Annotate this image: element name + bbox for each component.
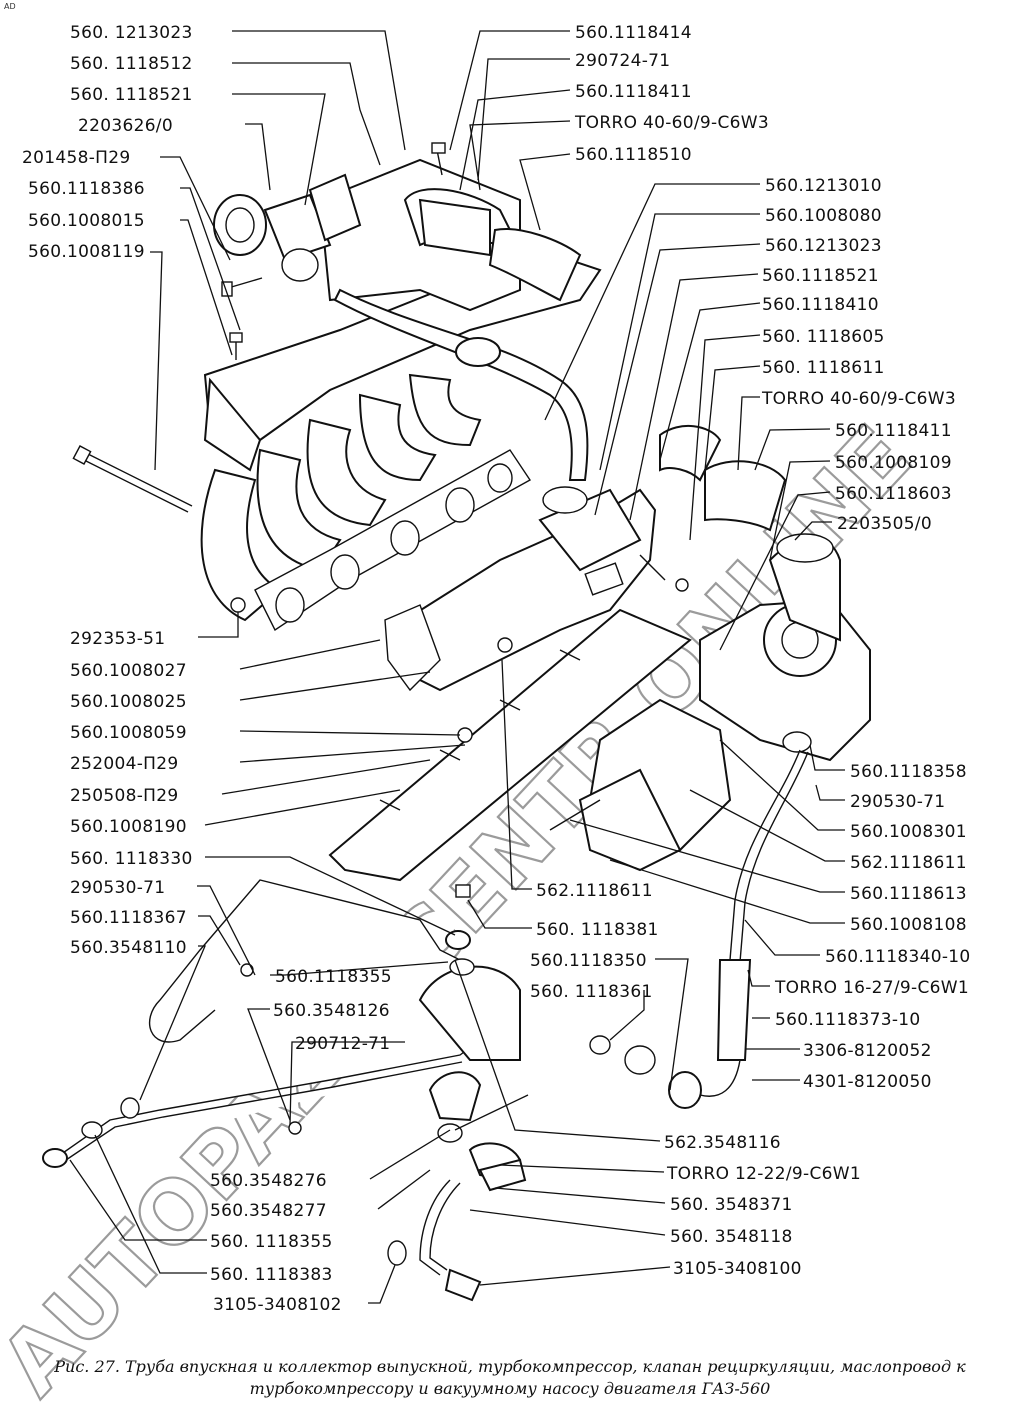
label-m10: 560.1008301 bbox=[850, 822, 967, 842]
label-l3: 560. 1118521 bbox=[70, 85, 193, 105]
part-labels: 560. 1213023 560. 1118512 560. 1118521 2… bbox=[22, 23, 971, 1315]
label-m9: 290530-71 bbox=[850, 792, 945, 812]
label-r1: 560.1118414 bbox=[575, 23, 692, 43]
air-hose-top bbox=[403, 142, 582, 302]
turbocharger bbox=[549, 533, 871, 872]
outlet-hoses-right bbox=[639, 424, 787, 592]
label-r11: 560. 1118605 bbox=[762, 327, 885, 347]
label-b22: 560. 3548118 bbox=[670, 1227, 793, 1247]
figure-caption: Рис. 27. Труба впускная и коллектор выпу… bbox=[54, 1357, 966, 1398]
label-r9: 560.1118521 bbox=[762, 266, 879, 286]
label-b8: 560.1118350 bbox=[530, 951, 647, 971]
label-m13: 560.1008108 bbox=[850, 915, 967, 935]
label-b15: 3306-8120052 bbox=[803, 1041, 932, 1061]
label-b7: 560.1118355 bbox=[275, 967, 392, 987]
vacuum-pump-fitting bbox=[387, 930, 527, 1302]
label-l5: 201458-П29 bbox=[22, 148, 130, 168]
label-r12: 560. 1118611 bbox=[762, 358, 885, 378]
label-b5: 562.1118611 bbox=[536, 881, 653, 901]
label-b19: 560.3548276 bbox=[210, 1171, 327, 1191]
label-b17: 562.3548116 bbox=[664, 1133, 781, 1153]
label-b12: 560.1118340-10 bbox=[825, 947, 971, 967]
label-r4: TORRO 40-60/9-C6W3 bbox=[574, 113, 769, 133]
label-l1: 560. 1213023 bbox=[70, 23, 193, 43]
label-b6: 560. 1118381 bbox=[536, 920, 659, 940]
label-m1: 292353-51 bbox=[70, 629, 165, 649]
label-r15: 560.1008109 bbox=[835, 453, 952, 473]
label-r3: 560.1118411 bbox=[575, 82, 692, 102]
label-b10: 560. 1118361 bbox=[530, 982, 653, 1002]
label-b25: 3105-3408100 bbox=[673, 1259, 802, 1279]
label-r6: 560.1213010 bbox=[765, 176, 882, 196]
label-r8: 560.1213023 bbox=[765, 236, 882, 256]
label-b23: 560. 1118355 bbox=[210, 1232, 333, 1252]
label-l8: 560.1008119 bbox=[28, 242, 145, 262]
label-b24: 560. 1118383 bbox=[210, 1265, 333, 1285]
intake-pipe-assembly bbox=[200, 158, 602, 622]
label-b21: 560. 3548371 bbox=[670, 1195, 793, 1215]
heat-shield bbox=[328, 608, 692, 882]
label-r17: 2203505/0 bbox=[837, 514, 932, 534]
label-r7: 560.1008080 bbox=[765, 206, 882, 226]
leader-lines bbox=[69, 30, 845, 1304]
label-b1: 560. 1118330 bbox=[70, 849, 193, 869]
label-m2: 560.1008027 bbox=[70, 661, 187, 681]
label-m3: 560.1008025 bbox=[70, 692, 187, 712]
label-b16: 4301-8120050 bbox=[803, 1072, 932, 1092]
label-b9: 560.3548126 bbox=[273, 1001, 390, 1021]
label-m11: 562.1118611 bbox=[850, 853, 967, 873]
label-b18: TORRO 12-22/9-C6W1 bbox=[666, 1164, 861, 1184]
label-m6: 250508-П29 bbox=[70, 786, 178, 806]
intake-gasket bbox=[254, 449, 532, 632]
label-m5: 252004-П29 bbox=[70, 754, 178, 774]
label-b26: 3105-3408102 bbox=[213, 1295, 342, 1315]
label-b13: TORRO 16-27/9-C6W1 bbox=[774, 978, 969, 998]
label-r5: 560.1118510 bbox=[575, 145, 692, 165]
label-m12: 560.1118613 bbox=[850, 884, 967, 904]
label-m7: 560.1008190 bbox=[70, 817, 187, 837]
egr-valve-and-clamps bbox=[213, 173, 362, 360]
label-r13: TORRO 40-60/9-C6W3 bbox=[761, 389, 956, 409]
oil-feed-line bbox=[42, 879, 496, 1168]
label-r2: 290724-71 bbox=[575, 51, 670, 71]
corner-mark: AD bbox=[4, 2, 16, 11]
stud-long bbox=[72, 445, 246, 613]
label-l6: 560.1118386 bbox=[28, 179, 145, 199]
label-b11: 290712-71 bbox=[295, 1034, 390, 1054]
label-r10: 560.1118410 bbox=[762, 295, 879, 315]
label-b3: 560.1118367 bbox=[70, 908, 187, 928]
label-m8: 560.1118358 bbox=[850, 762, 967, 782]
label-r14: 560.1118411 bbox=[835, 421, 952, 441]
label-b20: 560.3548277 bbox=[210, 1201, 327, 1221]
label-b2: 290530-71 bbox=[70, 878, 165, 898]
label-l7: 560.1008015 bbox=[28, 211, 145, 231]
label-r16: 560.1118603 bbox=[835, 484, 952, 504]
label-b4: 560.3548110 bbox=[70, 938, 187, 958]
label-l2: 560. 1118512 bbox=[70, 54, 193, 74]
exhaust-manifold bbox=[384, 486, 657, 692]
label-l4: 2203626/0 bbox=[78, 116, 173, 136]
label-m4: 560.1008059 bbox=[70, 723, 187, 743]
label-b14: 560.1118373-10 bbox=[775, 1010, 921, 1030]
